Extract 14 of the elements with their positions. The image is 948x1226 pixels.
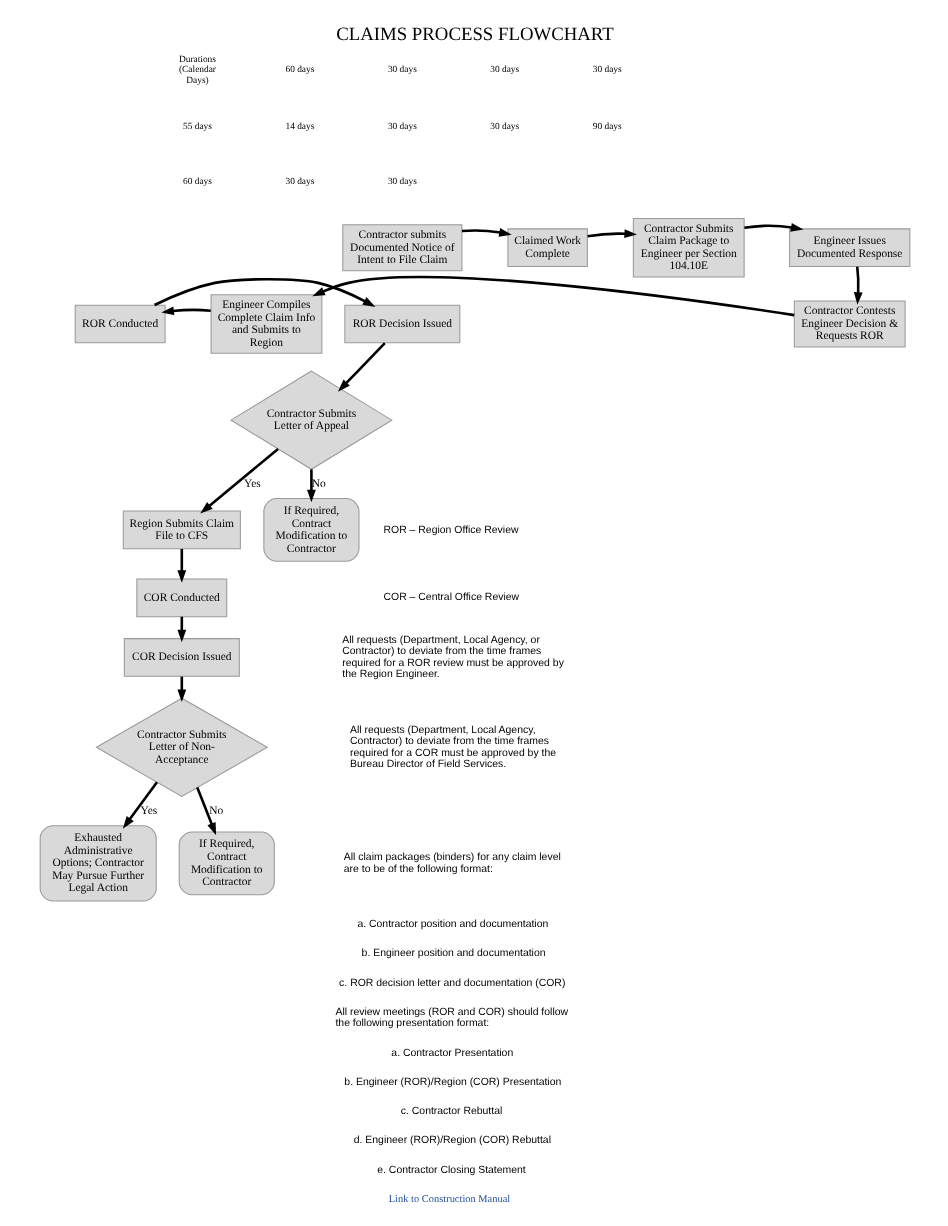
arrow — [852, 266, 862, 305]
arrow — [460, 228, 511, 237]
arrow — [176, 548, 186, 583]
arrow — [199, 447, 278, 514]
arrow — [311, 275, 794, 317]
arrow — [160, 306, 210, 316]
arrow — [195, 787, 216, 836]
arrow — [121, 781, 157, 829]
arrow — [306, 469, 315, 503]
arrow — [586, 229, 636, 239]
arrow — [153, 277, 375, 307]
arrow — [336, 342, 385, 392]
diagram-title: CLAIMS PROCESS FLOWCHART — [335, 26, 613, 47]
arrow — [743, 223, 803, 232]
